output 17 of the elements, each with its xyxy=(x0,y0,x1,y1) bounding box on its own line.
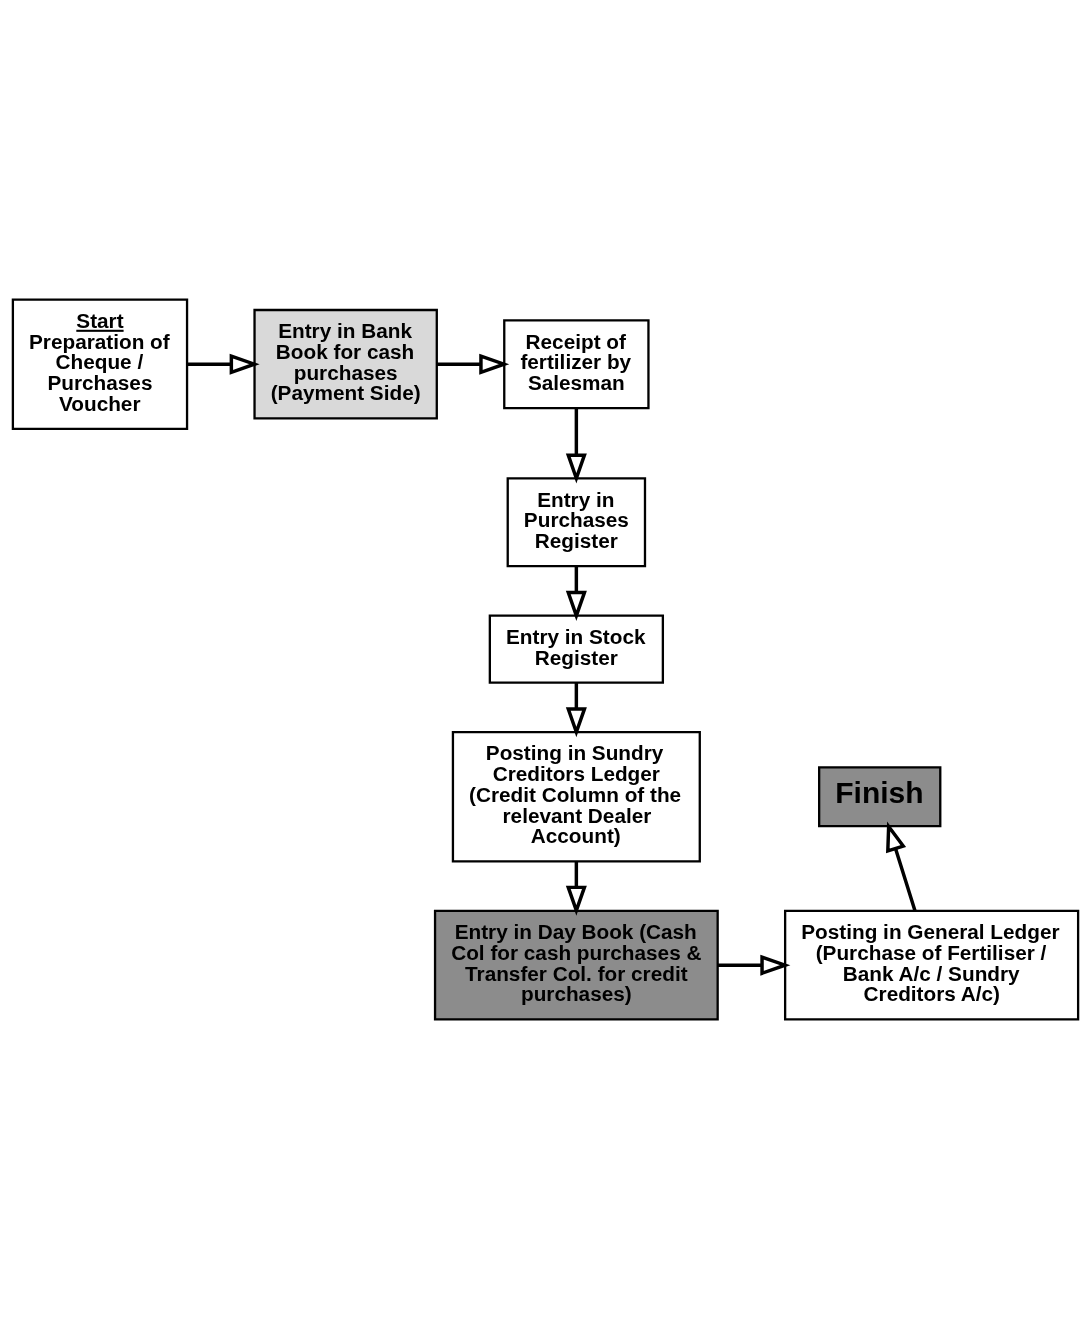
node-box: Start Preparation of Cheque / Purchases Voucher xyxy=(11,298,189,430)
node-box: Receipt of fertilizer by Salesman xyxy=(503,319,650,410)
node-box: Entry in Bank Book for cash purchases (Payment Side) xyxy=(253,308,438,420)
node-box: Entry in Purchases Register xyxy=(506,477,647,568)
node-box: Entry in Stock Register xyxy=(488,614,665,684)
arrow xyxy=(565,566,587,621)
node-box: Posting in General Ledger (Purchase of Fertiliser / Bank A/c / Sundry Creditors A/c) xyxy=(784,909,1080,1021)
node-box: Posting in Sundry Creditors Ledger (Credit Column of the relevant Dealer Account) xyxy=(451,731,701,863)
arrow xyxy=(437,353,510,375)
arrow xyxy=(187,353,260,375)
arrow xyxy=(717,954,791,976)
node-box: Entry in Day Book (Cash Col for cash purchases & Transfer Col. for credit purchases) xyxy=(433,909,719,1021)
arrow xyxy=(886,821,917,912)
node-box: Finish xyxy=(818,766,942,828)
arrow xyxy=(565,408,587,484)
arrow xyxy=(565,861,587,916)
arrow xyxy=(565,682,587,738)
